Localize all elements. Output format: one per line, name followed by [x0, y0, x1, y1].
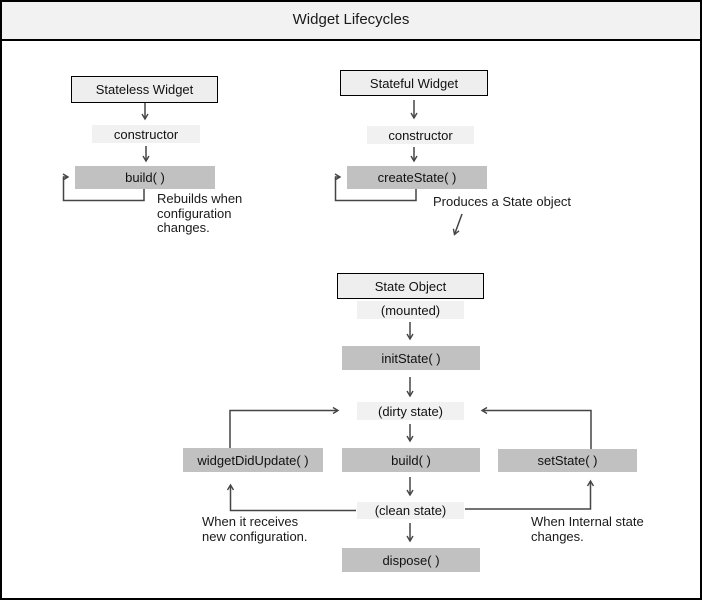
note-when-it-receives-new-configuration: When it receives new configuration. — [202, 514, 308, 544]
node-stateless-build: build( ) — [75, 166, 215, 189]
node-create-state: createState( ) — [347, 166, 487, 189]
node-stateless-constructor: constructor — [92, 125, 200, 143]
diagram-title-bar: Widget Lifecycles — [0, 0, 702, 41]
node-stateful-constructor: constructor — [367, 126, 474, 144]
arrow-widgetdidupdate-to-dirty-icon — [229, 406, 340, 448]
arrow-clean-to-widgetdidupdate-icon — [226, 483, 356, 512]
arrow-setstate-to-dirty-icon — [480, 406, 592, 449]
note-produces-a-state-object: Produces a State object — [433, 194, 572, 209]
node-stateless-widget: Stateless Widget — [71, 76, 218, 103]
note-when-internal-state-changes: When Internal state changes. — [531, 514, 644, 544]
node-state-object: State Object — [337, 273, 484, 299]
note-rebuilds-when-configuration-changes: Rebuilds when configuration changes. — [157, 191, 243, 235]
node-set-state: setState( ) — [498, 449, 637, 472]
node-dispose: dispose( ) — [342, 548, 480, 572]
node-widget-did-update: widgetDidUpdate( ) — [183, 448, 323, 472]
node-init-state: initState( ) — [342, 346, 480, 370]
arrow-produces-state-object-icon — [452, 213, 463, 236]
node-stateful-widget: Stateful Widget — [340, 70, 488, 96]
node-dirty-state: (dirty state) — [357, 402, 464, 420]
node-clean-state: (clean state) — [357, 502, 464, 519]
diagram-title: Widget Lifecycles — [292, 11, 410, 28]
node-mounted: (mounted) — [357, 301, 464, 319]
arrow-clean-to-setstate-icon — [465, 479, 595, 510]
node-build: build( ) — [342, 448, 480, 472]
